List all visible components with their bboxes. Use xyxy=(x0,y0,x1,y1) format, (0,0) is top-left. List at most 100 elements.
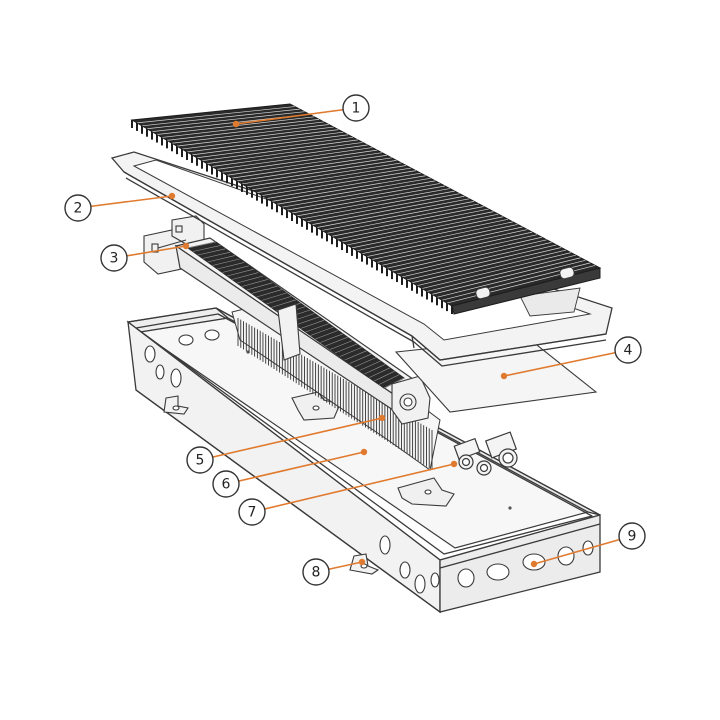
grille-slat xyxy=(381,231,533,266)
grille-slat xyxy=(411,247,562,284)
fan-blade-line xyxy=(236,275,264,284)
grille-slat xyxy=(376,229,528,263)
fan-blade-line xyxy=(354,357,376,368)
grille-slat xyxy=(186,131,344,153)
grille-slat xyxy=(286,183,441,211)
fan-blade-line xyxy=(212,258,240,266)
fan-blade-line xyxy=(266,296,292,305)
fan-blade-line xyxy=(339,347,362,357)
grille-slat xyxy=(236,157,392,182)
grille-slat xyxy=(141,108,300,127)
callout-leader-line xyxy=(251,463,455,513)
callout-leader-dot xyxy=(360,448,368,456)
fan-blade-line xyxy=(232,272,259,280)
fan-blade-line xyxy=(334,343,358,354)
grille-slat xyxy=(321,201,475,231)
callout-3: 3 xyxy=(100,242,190,272)
fan-blade-line xyxy=(202,251,231,259)
grille-slat xyxy=(256,167,412,194)
fan-blade-line xyxy=(227,268,254,277)
fan-blade-line xyxy=(329,340,353,350)
grille-slat xyxy=(361,221,513,255)
callout-circle xyxy=(212,470,240,498)
fan-blade-line xyxy=(251,285,278,294)
callout-circle xyxy=(614,336,642,364)
callout-leader-line xyxy=(225,451,365,485)
callout-leader-line xyxy=(235,107,357,125)
callout-1: 1 xyxy=(232,94,370,128)
callout-circle xyxy=(64,194,92,222)
grille-slat xyxy=(271,175,426,202)
grille-slat xyxy=(336,208,489,240)
grille-slat xyxy=(181,129,339,150)
grille-slat xyxy=(261,170,416,196)
grille-slat xyxy=(331,206,484,237)
fan-end-cap xyxy=(391,375,431,425)
callout-circle xyxy=(186,446,214,474)
fan-blade-line xyxy=(364,364,386,375)
fan-blade-line xyxy=(300,319,325,329)
grille-slat xyxy=(221,149,378,173)
grille-slat xyxy=(306,193,460,223)
fan-blade-line xyxy=(241,279,268,287)
grille-slat xyxy=(146,111,305,130)
fan-blade-line xyxy=(349,353,372,364)
grille-slat xyxy=(191,134,349,156)
fan-blade-line xyxy=(246,282,273,291)
grille-slat xyxy=(171,124,329,144)
fan-blade-line xyxy=(271,299,296,308)
callout-number: 8 xyxy=(312,565,321,581)
callout-leader-line xyxy=(533,535,633,565)
fan-blade-line xyxy=(295,316,320,326)
grille-slat xyxy=(291,185,446,214)
callout-8: 8 xyxy=(302,558,366,586)
grille-slat xyxy=(316,198,470,228)
callout-4: 4 xyxy=(500,336,642,380)
grille-slat xyxy=(281,180,436,208)
callout-leader-dot xyxy=(358,558,366,566)
callout-leader-dot xyxy=(232,120,240,128)
grille xyxy=(130,103,602,315)
callout-leader-dot xyxy=(530,560,538,568)
grille-slat xyxy=(266,172,421,199)
callout-circle xyxy=(238,498,266,526)
grille-slat xyxy=(301,190,455,220)
callout-number: 9 xyxy=(628,529,637,545)
fan-blade-line xyxy=(222,265,249,273)
grille-slat xyxy=(366,224,518,257)
grille-slat xyxy=(311,195,465,225)
controller-box xyxy=(143,215,205,275)
callout-7: 7 xyxy=(238,460,458,526)
fan-blade-line xyxy=(344,350,367,361)
grille-slat xyxy=(386,234,538,269)
fan-blade-line xyxy=(261,292,287,301)
fan-blade-line xyxy=(320,333,344,343)
grille-slat xyxy=(341,211,494,243)
tray-end-wall xyxy=(439,514,601,613)
callout-leader-dot xyxy=(168,192,176,200)
fan-blade-line xyxy=(369,367,391,378)
grille-slat xyxy=(246,162,402,188)
grille-slat xyxy=(201,139,358,162)
callout-number: 7 xyxy=(248,505,257,521)
grille-slat xyxy=(206,142,363,164)
grille-slat xyxy=(211,144,368,167)
fan-unit xyxy=(143,215,431,425)
grille-slat xyxy=(161,119,320,138)
grille-slat xyxy=(176,126,334,147)
callout-number: 5 xyxy=(196,453,205,469)
callout-2: 2 xyxy=(64,192,176,222)
grille-slat xyxy=(326,203,479,234)
callout-number: 1 xyxy=(352,101,361,117)
grille-slat xyxy=(346,213,499,246)
fan-blade-line xyxy=(305,323,329,333)
callout-leader-dot xyxy=(378,414,386,422)
callout-number: 3 xyxy=(110,251,119,267)
callout-9: 9 xyxy=(530,522,646,568)
fan-blade-line xyxy=(325,336,348,347)
grille-slat xyxy=(356,218,509,252)
fan-blade-line xyxy=(217,262,245,270)
grille-slat xyxy=(251,165,407,191)
